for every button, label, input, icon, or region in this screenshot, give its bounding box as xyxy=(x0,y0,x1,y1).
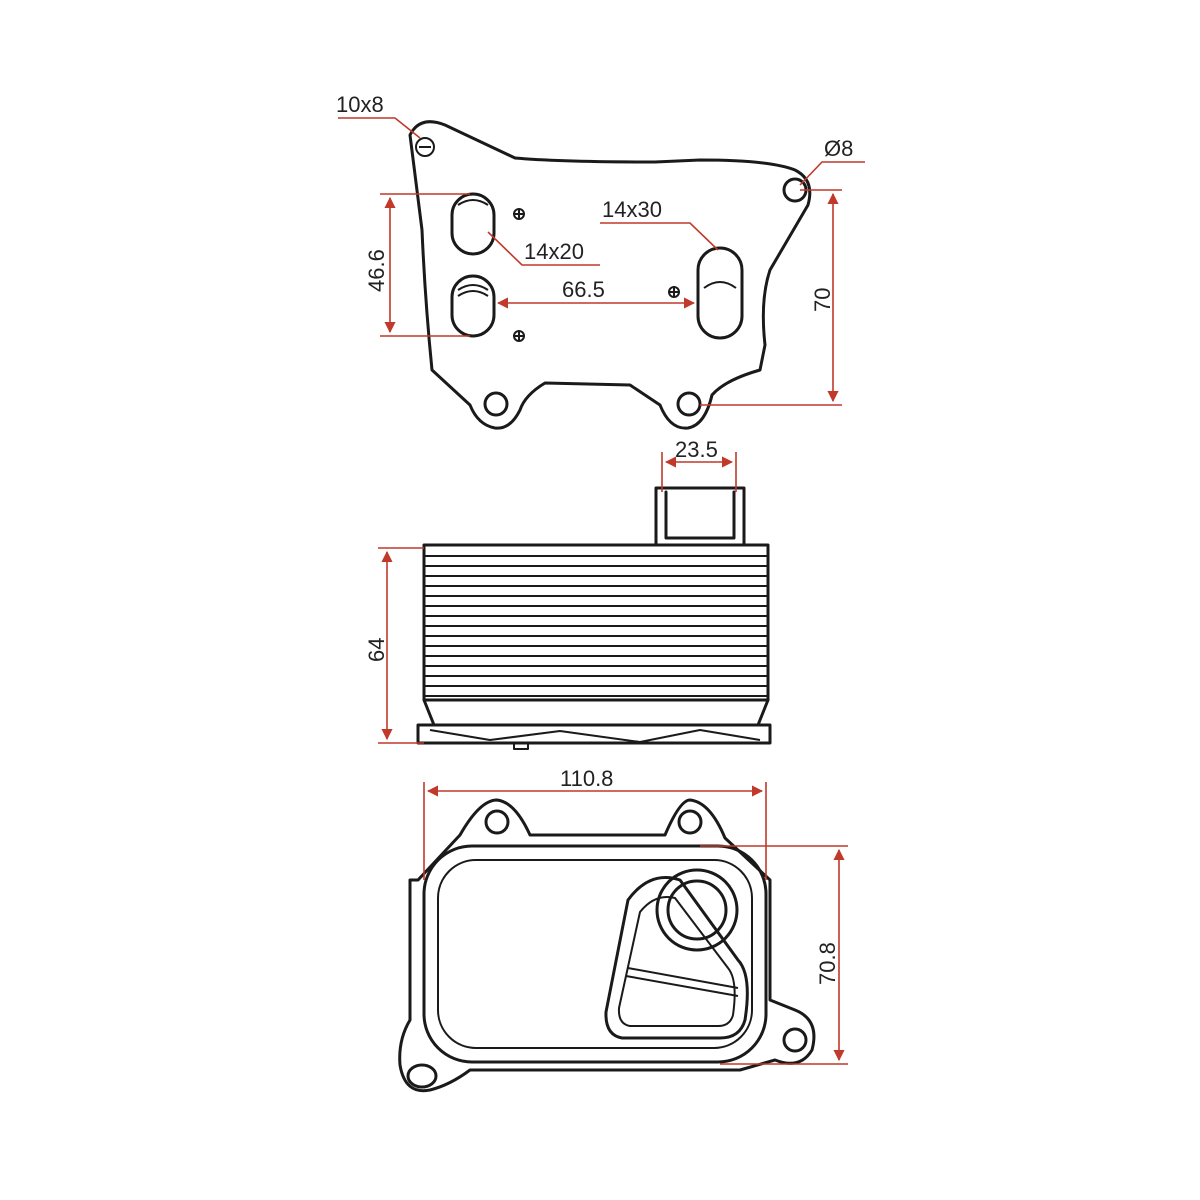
flange-top-view xyxy=(408,120,812,430)
leader-10x8 xyxy=(338,117,421,139)
port-right xyxy=(696,246,744,340)
slot-hole-icon xyxy=(415,137,435,157)
cooling-fins xyxy=(424,555,768,697)
mount-hole-bottom-left xyxy=(483,391,509,417)
outlet-pipe xyxy=(654,486,746,547)
base-taper xyxy=(422,698,770,727)
port-upper-left xyxy=(450,192,496,256)
dim-label-14x30: 14x30 xyxy=(602,197,662,222)
plan-triangle-boss xyxy=(604,876,749,1040)
dim-label-46-6: 46.6 xyxy=(364,249,389,292)
plan-body-outer xyxy=(422,844,768,1064)
port-lower-left-inner xyxy=(457,284,489,297)
mount-hole-bottom-right xyxy=(676,391,702,417)
plan-rib-2 xyxy=(625,975,739,997)
plan-body-inner xyxy=(437,859,753,1049)
side-view-dimensions: 23.5 64 xyxy=(364,437,737,744)
leader-14x30 xyxy=(600,222,719,251)
plan-view xyxy=(398,798,816,1093)
plan-triangle-inner xyxy=(617,896,736,1027)
dim-label-23-5: 23.5 xyxy=(675,437,718,462)
top-view-dimensions: 10x8 Ø8 14x20 14x30 46.6 66.5 70 xyxy=(336,92,865,406)
plan-outline xyxy=(398,798,816,1093)
plan-view-dimensions: 110.8 70.8 xyxy=(423,766,848,1065)
dim-label-64: 64 xyxy=(364,638,389,662)
plan-outlet-outer xyxy=(655,868,739,952)
flange-outline xyxy=(408,120,812,430)
dim-label-diameter: Ø8 xyxy=(824,136,853,161)
dim-label-70-8: 70.8 xyxy=(815,942,840,985)
plan-rib xyxy=(627,967,739,989)
leader-diameter xyxy=(799,161,865,186)
port-upper-left-inner xyxy=(457,199,489,206)
plan-outlet-inner xyxy=(666,879,728,941)
plan-hole-right xyxy=(782,1027,808,1053)
base-plate-detail xyxy=(429,729,761,743)
crosshair-icons xyxy=(513,208,680,342)
base-plate xyxy=(416,723,772,745)
side-view xyxy=(416,486,772,750)
dim-label-110-8: 110.8 xyxy=(560,766,613,791)
finned-body xyxy=(422,543,770,702)
plan-hole-top-right xyxy=(677,809,703,835)
dim-label-70: 70 xyxy=(810,288,835,312)
port-right-inner xyxy=(703,281,737,289)
port-lower-left xyxy=(450,274,496,338)
dim-label-66-5: 66.5 xyxy=(562,277,605,302)
dim-label-14x20: 14x20 xyxy=(524,239,584,264)
plan-hole-bottom-left xyxy=(406,1063,438,1089)
base-stud xyxy=(513,742,529,750)
plan-hole-top-left xyxy=(484,809,510,835)
leader-14x20 xyxy=(487,231,600,266)
dim-label-10x8: 10x8 xyxy=(336,92,384,117)
